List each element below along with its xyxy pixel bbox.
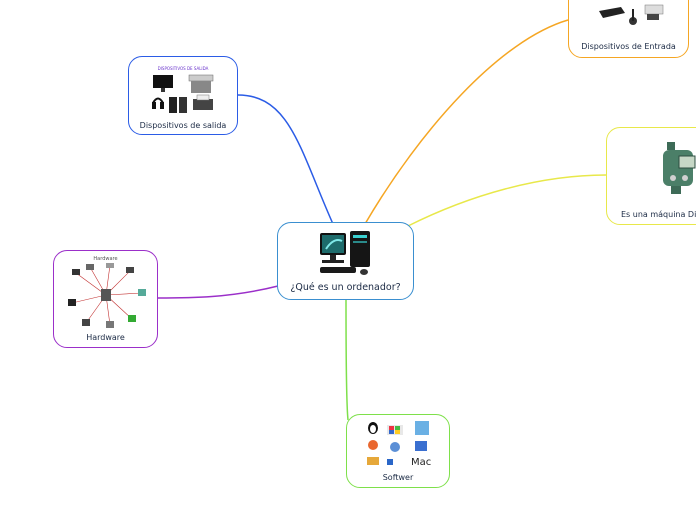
output-picture-caption: DISPOSITIVOS DE SALIDA bbox=[157, 66, 209, 71]
digital-timer-icon bbox=[663, 142, 696, 194]
input-devices-icon bbox=[599, 4, 664, 25]
output-devices-node[interactable]: DISPOSITIVOS DE SALIDA Dispositivos de s… bbox=[128, 56, 238, 135]
computer-icon bbox=[320, 231, 370, 275]
os-logos-icon bbox=[367, 421, 429, 465]
software-node[interactable]: Mac Softwer bbox=[346, 414, 450, 488]
center-node[interactable]: ¿Qué es un ordenador? bbox=[277, 222, 414, 300]
hardware-title: Hardware bbox=[86, 333, 125, 342]
software-title: Softwer bbox=[382, 473, 414, 482]
link-digital bbox=[407, 174, 607, 227]
link-input bbox=[364, 19, 569, 225]
link-software bbox=[345, 299, 349, 421]
output-devices-icon bbox=[152, 74, 214, 113]
digital-machine-node[interactable]: Es una máquina Dig bbox=[606, 127, 696, 225]
output-devices-title: Dispositivos de salida bbox=[139, 121, 227, 130]
link-hardware bbox=[157, 285, 279, 299]
digital-machine-title: Es una máquina Dig bbox=[621, 210, 696, 219]
hardware-node[interactable]: Hardware Hardware bbox=[53, 250, 158, 348]
input-devices-node[interactable]: Dispositivos de Entrada bbox=[568, 0, 689, 58]
link-output bbox=[237, 94, 334, 225]
hardware-picture-caption: Hardware bbox=[93, 256, 118, 262]
center-title: ¿Qué es un ordenador? bbox=[290, 282, 401, 293]
hardware-diagram-icon bbox=[68, 263, 146, 328]
software-mac-label: Mac bbox=[411, 457, 432, 468]
input-devices-title: Dispositivos de Entrada bbox=[581, 42, 676, 51]
